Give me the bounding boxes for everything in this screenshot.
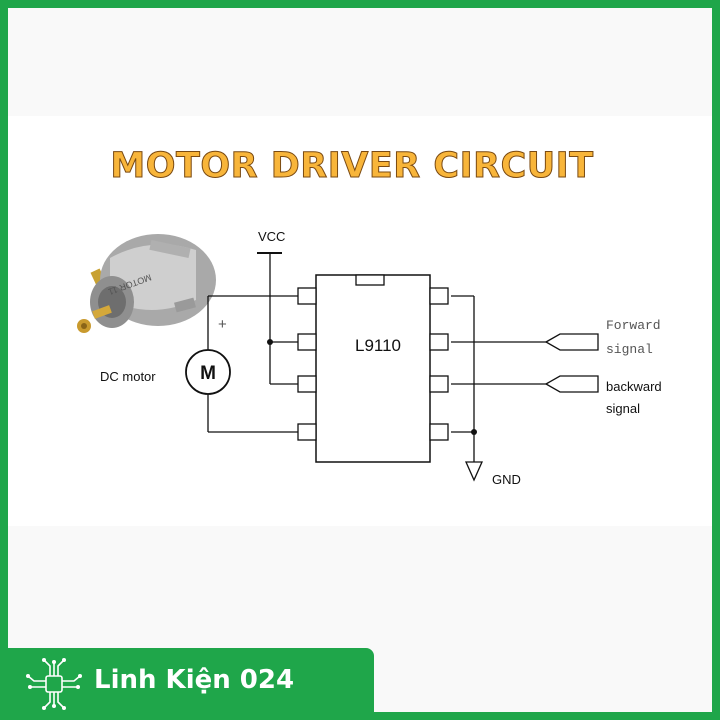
chip-pin-8 (429, 287, 449, 305)
chip-pin-1 (297, 287, 317, 305)
dc-motor-photo: MOTOR 11 (77, 234, 216, 333)
forward-signal-label-2: signal (606, 342, 653, 357)
chip-pin-4 (297, 423, 317, 441)
junction-dot (267, 339, 273, 345)
backward-signal-label-2: signal (606, 401, 640, 416)
dc-motor-label: DC motor (100, 369, 156, 384)
chip-pin-3 (297, 375, 317, 393)
diagram-title: MOTOR DRIVER CIRCUIT (110, 146, 594, 187)
chip-pin-5 (429, 423, 449, 441)
motor-symbol-letter: M (200, 363, 216, 384)
l9110-chip: L9110 (297, 274, 449, 463)
gnd-label: GND (492, 472, 521, 487)
forward-signal-label: Forward (606, 318, 661, 333)
backward-signal-label: backward (606, 379, 662, 394)
junction-dot (471, 429, 477, 435)
chip-pin-6 (429, 375, 449, 393)
chip-logo-icon (26, 658, 82, 710)
vcc-label: VCC (258, 229, 285, 244)
chip-pin-2 (297, 333, 317, 351)
chip-label: L9110 (355, 336, 401, 355)
brand-name: Linh Kiện 024 (94, 665, 295, 695)
motor-symbol (185, 349, 231, 395)
plus-label: + (218, 316, 227, 333)
chip-pin-7 (429, 333, 449, 351)
circuit-wires (207, 252, 599, 482)
